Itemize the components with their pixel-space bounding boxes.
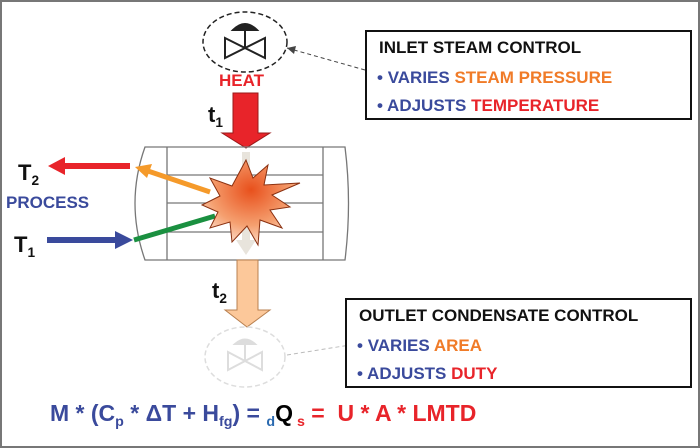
eq-sub-p: p [115, 413, 124, 430]
condensate-out-arrow [223, 259, 272, 328]
t2-text: t [212, 278, 220, 303]
outlet-leader-line [286, 344, 351, 356]
T1-in-arrow [47, 231, 133, 249]
inlet-leader-arrowhead [287, 46, 296, 54]
bullet-object: TEMPERATURE [471, 96, 600, 115]
steam-in-arrow [220, 92, 272, 149]
eq-rhs: U * A * LMTD [337, 400, 477, 426]
outlet-bullet: • ADJUSTS DUTY [357, 364, 498, 383]
bullet-verb: ADJUSTS [387, 96, 472, 115]
outlet-title: OUTLET CONDENSATE CONTROL [359, 306, 639, 325]
inlet-valve-icon [202, 11, 288, 73]
eq-equals: = [240, 400, 267, 426]
eq-sub-d: d [266, 413, 276, 430]
bullet-object: STEAM PRESSURE [454, 68, 613, 87]
inlet-title: INLET STEAM CONTROL [379, 38, 582, 57]
eq-sub-s: s [292, 413, 305, 430]
heat-burst-icon [200, 158, 301, 247]
outlet-condensate-control-box: OUTLET CONDENSATE CONTROL • VARIES AREA … [345, 298, 692, 388]
bullet-object: DUTY [451, 364, 498, 383]
eq-lhs: ) [232, 400, 241, 426]
eq-equals: = [304, 400, 338, 426]
heat-label: HEAT [219, 71, 265, 90]
process-out-line [144, 167, 211, 195]
eq-lhs: * ΔT + H [123, 400, 220, 426]
outlet-bullet: • VARIES AREA [357, 336, 482, 355]
T1-sub: 1 [27, 244, 36, 260]
outlet-valve-icon [204, 326, 286, 388]
t1-label: t1 [208, 102, 223, 130]
process-in-line [133, 213, 216, 243]
bullet-verb: VARIES [387, 68, 455, 87]
T2-text: T [18, 160, 32, 185]
process-label: PROCESS [6, 193, 90, 212]
t1-text: t [208, 102, 216, 127]
T2-out-arrow [48, 157, 130, 175]
inlet-bullet: • ADJUSTS TEMPERATURE [377, 96, 600, 115]
t2-sub: 2 [219, 290, 227, 306]
T1-label: T1 [14, 232, 35, 260]
inlet-leader-line [286, 47, 366, 71]
eq-sub-fg: fg [219, 413, 233, 430]
T2-label: T2 [18, 160, 39, 188]
heat-balance-equation: M * (Cp * ΔT + Hfg) = dQ s = U * A * LMT… [50, 400, 476, 430]
T1-text: T [14, 232, 28, 257]
t1-sub: 1 [215, 114, 223, 130]
eq-lhs: M * (C [50, 400, 116, 426]
eq-Q: Q [275, 400, 293, 426]
T2-sub: 2 [31, 172, 40, 188]
bullet-verb: ADJUSTS [367, 364, 452, 383]
inlet-bullet: • VARIES STEAM PRESSURE [377, 68, 613, 87]
inlet-steam-control-box: INLET STEAM CONTROL • VARIES STEAM PRESS… [365, 30, 692, 120]
bullet-verb: VARIES [367, 336, 434, 355]
t2-label: t2 [212, 278, 227, 306]
bullet-object: AREA [433, 336, 482, 355]
